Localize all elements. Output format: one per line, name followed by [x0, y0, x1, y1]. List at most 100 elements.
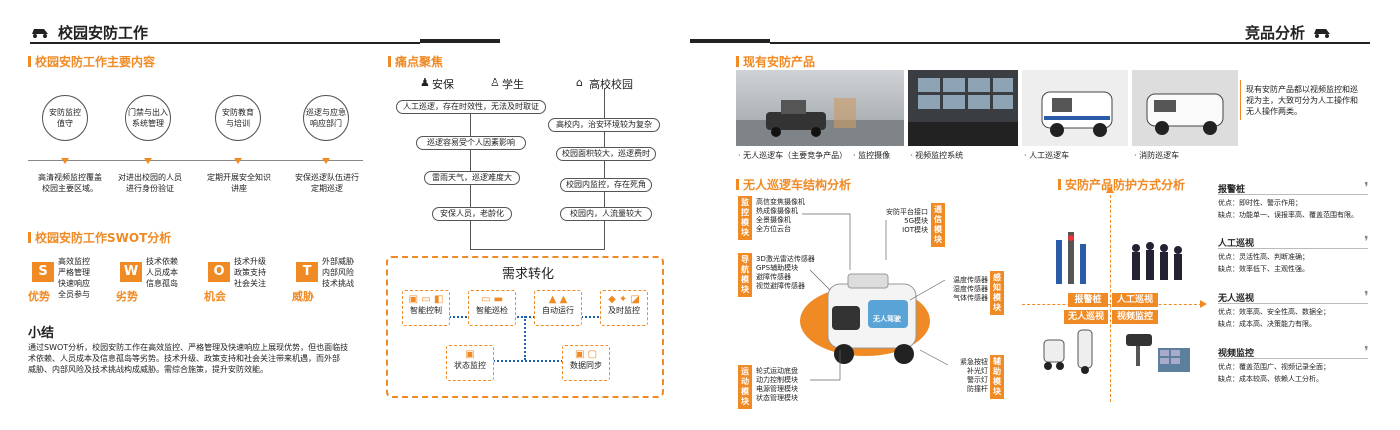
axis-vertical [1110, 190, 1111, 402]
demand-box-2: ▭ ▬智能巡检 [468, 290, 516, 326]
protect-title: 安防产品防护方式分析 [1058, 176, 1185, 193]
tag-unmanned-patrol: 无人巡视 [1064, 310, 1108, 324]
tag-alarm-pillar: 报警桩 [1068, 293, 1108, 307]
pain-pill-left-3: 雷雨天气，巡逻难度大 [424, 171, 520, 185]
tag-manual-patrol: 人工巡视 [1112, 293, 1158, 307]
module-motion-items: 轮式运动底盘动力控制模块电源管理模块状态管理模块 [756, 367, 798, 402]
card-text-manual: 优点：灵活性高、判断准确；缺点：效率低下、主观性强。 [1218, 253, 1309, 273]
car-icon [30, 26, 50, 38]
pain-pill-left-4: 安保人员，老龄化 [432, 207, 512, 221]
demand-title: 需求转化 [502, 267, 555, 282]
vehicle-illustration [818, 270, 926, 372]
swot-title: 校园安防工作SWOT分析 [28, 229, 171, 246]
structure-title: 无人巡逻车结构分析 [736, 176, 851, 193]
caption-video-system: · 视频监控系统 [910, 151, 964, 160]
swot-name-s: 优势 [28, 290, 50, 303]
module-motion-label: 运动模块 [738, 365, 752, 409]
swot-points-s: 高效监控严格管理快速响应全员参与 [58, 257, 90, 299]
circle-item-2: 门禁与出入系统管理 [125, 95, 171, 141]
demand-box-5: ▣状态监控 [446, 345, 494, 381]
quote-icon-2: ❜ [1364, 234, 1369, 250]
right-page-title: 竞品分析 [1245, 24, 1306, 42]
auto-icon: ▲ ▲ [548, 294, 568, 305]
demand-frame [386, 256, 664, 398]
card-title-video: 视频监控 [1218, 349, 1255, 359]
demand-link-mid [524, 316, 526, 360]
module-aux-items: 紧急按钮补光灯警示灯防撞杆 [960, 358, 988, 393]
robots-image [1038, 326, 1104, 376]
right-header-line [770, 42, 1370, 44]
photo-patrol-cart [1022, 70, 1128, 146]
header-student: 学生 [502, 78, 524, 91]
module-monitor-label: 监控模块 [738, 196, 752, 240]
header-security: 安保 [432, 78, 454, 91]
swot-letter-w: W [120, 262, 142, 282]
demand-box-1: ▣ ▭ ◧智能控制 [402, 290, 450, 326]
item-desc-3: 定期开展安全知识讲座 [207, 173, 271, 193]
circle-item-3: 安防教育与培训 [215, 95, 261, 141]
left-header-line [30, 42, 420, 44]
tick-4 [322, 158, 330, 164]
card-divider-3 [1218, 303, 1368, 304]
sync-icon: ▣ ▢ [574, 349, 598, 360]
pain-pill-right-2: 校园面积较大，巡逻费时 [556, 147, 656, 161]
card-title-unmanned: 无人巡视 [1218, 294, 1255, 304]
summary-title: 小结 [28, 326, 55, 341]
right-header-accent [690, 39, 770, 43]
guards-image [1126, 240, 1186, 284]
quote-icon-3: ❜ [1364, 289, 1369, 305]
caption-fire-cart: · 消防巡逻车 [1134, 151, 1180, 160]
pain-line-right [604, 88, 605, 250]
leader-lines [790, 200, 990, 400]
module-aux-label: 辅助模块 [990, 355, 1004, 399]
alarm-pillar-image [1050, 230, 1090, 286]
card-text-unmanned: 优点：效率高、安全性高、数据全；缺点：成本高、决策能力有限。 [1218, 308, 1330, 328]
pain-pill-left-1: 人工巡逻，存在时效性，无法及时取证 [396, 100, 546, 114]
caption-manual-cart: · 人工巡逻车 [1024, 151, 1070, 160]
card-text-alarm: 优点：即时性、警示作用；缺点：功能单一、误报率高、覆盖范围有限。 [1218, 199, 1358, 219]
header-campus: 高校校园 [589, 78, 633, 91]
axis-arrow-up [1106, 186, 1114, 193]
module-nav-label: 导航模块 [738, 253, 752, 297]
products-title: 现有安防产品 [736, 53, 815, 70]
swot-letter-t: T [296, 262, 318, 282]
pain-pill-right-4: 校园内，人流量较大 [560, 207, 652, 221]
swot-points-t: 外部威胁内部风险技术挑战 [322, 257, 354, 288]
item-desc-1: 高清视频监控覆盖校园主要区域。 [38, 173, 102, 193]
quote-icon-4: ❜ [1364, 344, 1369, 360]
products-desc-line [1240, 80, 1241, 120]
pain-title: 痛点聚焦 [388, 53, 443, 70]
vehicle-label: 无人驾驶 [873, 315, 901, 323]
caption-camera: · 监控摄像 [853, 151, 891, 160]
photo-surveillance-room [908, 70, 1018, 146]
circle-item-1: 安防监控值守 [42, 95, 88, 141]
card-divider-4 [1218, 358, 1368, 359]
item-desc-4: 安保巡逻队伍进行定期巡逻 [295, 173, 359, 193]
card-divider-1 [1218, 194, 1368, 195]
swot-points-w: 技术依赖人员成本信息孤岛 [146, 257, 178, 288]
student-icon: ♙ [490, 76, 500, 89]
left-header-accent [420, 39, 500, 43]
main-content-title: 校园安防工作主要内容 [28, 53, 155, 70]
card-title-alarm: 报警桩 [1218, 185, 1246, 195]
demand-box-4: ◆ ✦ ◪及时监控 [600, 290, 648, 326]
camera-image [1122, 326, 1192, 376]
campus-icon: ⌂ [576, 76, 583, 89]
car-icon-right [1312, 26, 1332, 38]
swot-name-o: 机会 [204, 290, 226, 303]
demand-box-3: ▲ ▲自动运行 [534, 290, 582, 326]
control-icon: ▣ ▭ ◧ [408, 294, 444, 305]
card-divider-2 [1218, 248, 1368, 249]
module-sense-label: 感知模块 [990, 271, 1004, 315]
left-page-title: 校园安防工作 [58, 24, 149, 42]
tick-1 [61, 158, 69, 164]
quote-icon-1: ❜ [1364, 180, 1369, 196]
status-icon: ▣ [465, 349, 475, 360]
swot-letter-o: O [208, 262, 230, 282]
caption-unmanned: · 无人巡逻车（主要竞争产品） [738, 151, 848, 160]
swot-name-w: 劣势 [116, 290, 138, 303]
inspect-icon: ▭ ▬ [480, 294, 504, 305]
tick-3 [234, 158, 242, 164]
